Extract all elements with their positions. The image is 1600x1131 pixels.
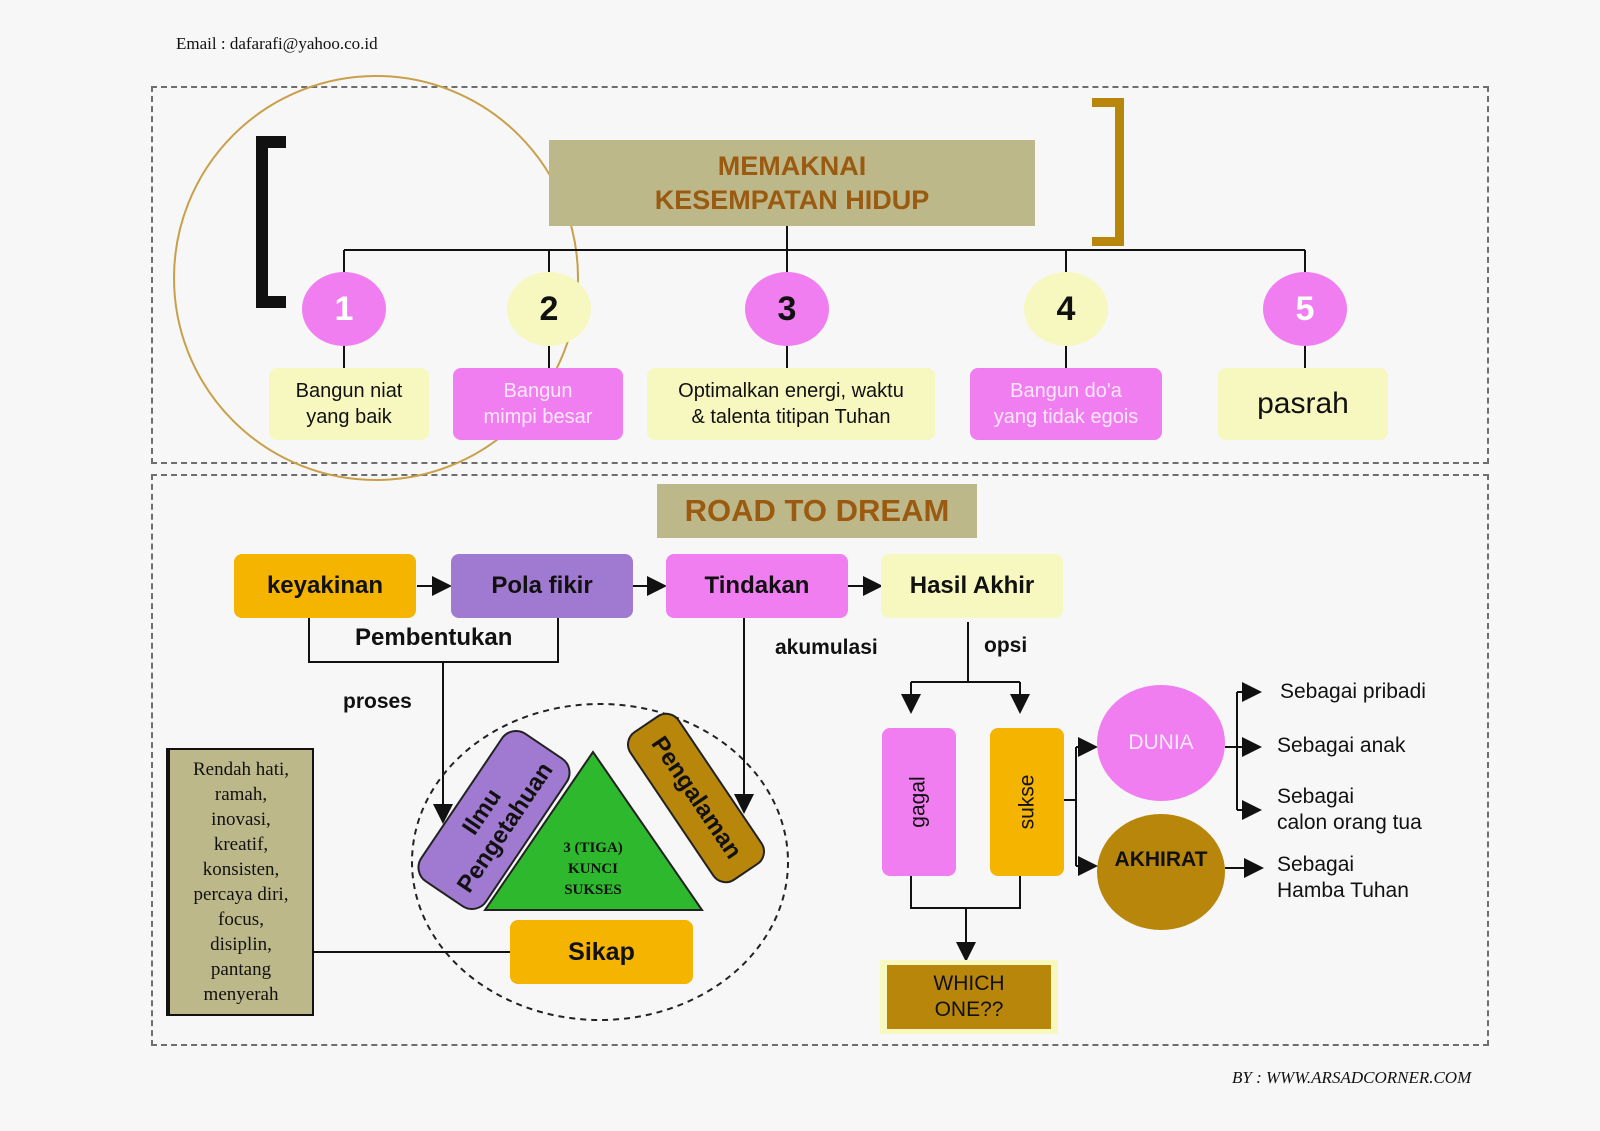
- number-circle-4: 4: [1024, 272, 1108, 346]
- sikap-item: Rendah hati,: [192, 759, 290, 780]
- dunia-item-pribadi: Sebagai pribadi: [1280, 680, 1426, 703]
- sikap-item: percaya diri,: [193, 884, 289, 905]
- sikap-item: konsisten,: [202, 859, 280, 880]
- number-circle-2: 2: [507, 272, 591, 346]
- orang-tua-line2: calon orang tua: [1277, 811, 1422, 834]
- item-2-line1: Bangun: [503, 380, 573, 402]
- akhirat-line2: Hamba Tuhan: [1277, 879, 1409, 902]
- option-sukses: sukse: [990, 728, 1064, 876]
- item-3-line1: Optimalkan energi, waktu: [678, 380, 904, 402]
- title-line2: KESEMPATAN HIDUP: [654, 185, 930, 215]
- item-3-line2: & talenta titipan Tuhan: [691, 406, 891, 428]
- flow-hasil-akhir: Hasil Akhir: [881, 554, 1063, 618]
- circle-akhirat: AKHIRAT: [1097, 814, 1225, 930]
- label-opsi: opsi: [984, 634, 1028, 657]
- road-title: ROAD TO DREAM: [657, 484, 977, 538]
- decorative-circle: [173, 75, 579, 481]
- sikap-item: ramah,: [214, 784, 268, 805]
- item-5-label: pasrah: [1257, 387, 1349, 420]
- which-line2: ONE??: [934, 998, 1004, 1021]
- center-line1: 3 (TIGA): [563, 839, 623, 856]
- item-box-2: Bangun mimpi besar: [453, 368, 623, 440]
- sukses-label: sukse: [1014, 774, 1038, 830]
- label-akumulasi: akumulasi: [775, 636, 878, 659]
- gagal-label: gagal: [906, 776, 930, 828]
- top-panel: [151, 86, 1489, 464]
- sikap-item: focus,: [218, 909, 264, 930]
- item-4-line2: yang tidak egois: [993, 406, 1139, 428]
- flow-keyakinan: keyakinan: [234, 554, 416, 618]
- item-box-1: Bangun niat yang baik: [269, 368, 429, 440]
- option-gagal: gagal: [882, 728, 956, 876]
- sikap-list-panel: Rendah hati, ramah, inovasi, kreatif, ko…: [166, 748, 314, 1016]
- label-pembentukan: Pembentukan: [355, 624, 513, 651]
- which-one-box: WHICH ONE??: [880, 960, 1058, 1034]
- label-proses: proses: [343, 690, 412, 713]
- sikap-item: kreatif,: [213, 834, 269, 855]
- center-line3: SUKSES: [564, 881, 622, 898]
- sikap-item: disiplin,: [210, 934, 272, 955]
- item-box-5: pasrah: [1218, 368, 1388, 440]
- sikap-item: inovasi,: [211, 809, 271, 830]
- sikap-item: menyerah: [203, 984, 279, 1005]
- dunia-item-anak: Sebagai anak: [1277, 734, 1406, 757]
- title-line1: MEMAKNAI: [717, 151, 867, 181]
- key-center-text: 3 (TIGA) KUNCI SUKSES: [533, 836, 653, 902]
- left-bracket: [256, 136, 286, 308]
- flow-pola-fikir: Pola fikir: [451, 554, 633, 618]
- item-4-line1: Bangun do'a: [1010, 380, 1122, 402]
- right-bracket: [1092, 98, 1124, 246]
- number-circle-1: 1: [302, 272, 386, 346]
- key-triangle: [483, 750, 704, 911]
- flow-tindakan: Tindakan: [666, 554, 848, 618]
- number-circle-3: 3: [745, 272, 829, 346]
- number-circle-5: 5: [1263, 272, 1347, 346]
- dunia-item-orang-tua: Sebagai calon orang tua: [1277, 784, 1422, 836]
- orang-tua-line1: Sebagai: [1277, 785, 1355, 808]
- akhirat-item: Sebagai Hamba Tuhan: [1277, 852, 1409, 904]
- akhirat-line1: Sebagai: [1277, 853, 1355, 876]
- center-line2: KUNCI: [567, 860, 618, 877]
- item-box-3: Optimalkan energi, waktu & talenta titip…: [647, 368, 935, 440]
- key-sikap: Sikap: [510, 920, 693, 984]
- title-memaknai: MEMAKNAI KESEMPATAN HIDUP: [549, 140, 1035, 226]
- bottom-panel: [151, 474, 1489, 1046]
- credit-text: BY : WWW.ARSADCORNER.COM: [1232, 1068, 1472, 1087]
- item-1-line1: Bangun niat: [295, 380, 403, 402]
- email-text: Email : dafarafi@yahoo.co.id: [176, 34, 378, 53]
- item-1-line2: yang baik: [306, 406, 392, 428]
- which-one-inner: WHICH ONE??: [887, 965, 1051, 1029]
- item-box-4: Bangun do'a yang tidak egois: [970, 368, 1162, 440]
- item-2-line2: mimpi besar: [483, 406, 593, 428]
- circle-dunia: DUNIA: [1097, 685, 1225, 801]
- which-line1: WHICH: [933, 972, 1005, 995]
- sikap-item: pantang: [210, 959, 272, 980]
- keys-ellipse: [411, 703, 789, 1021]
